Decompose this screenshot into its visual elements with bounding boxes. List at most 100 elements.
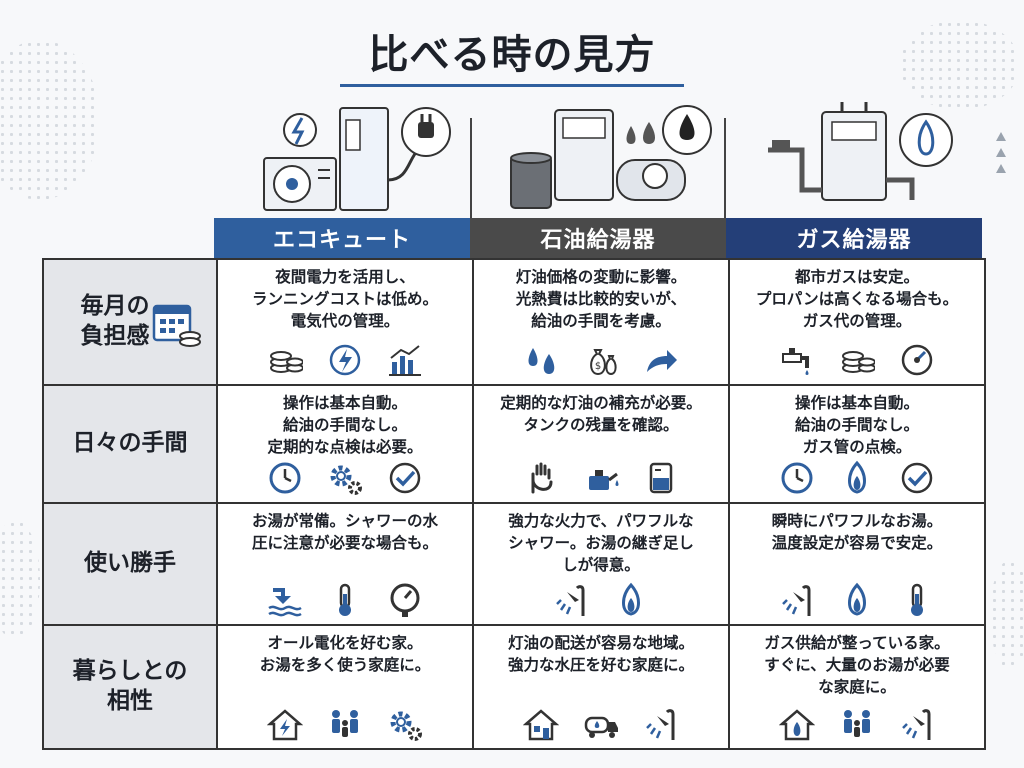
water-flow-icon (268, 588, 302, 617)
calendar-icon (152, 304, 201, 347)
lightning-icon (329, 344, 361, 376)
gas-boiler-icon (768, 102, 953, 201)
table-cell: お湯が常備。シャワーの水 圧に注意が必要な場合も。 (218, 504, 472, 624)
background-dots-left (0, 40, 100, 200)
thermometer-icon (911, 583, 923, 616)
column-header-gas-boiler: ガス給湯器 (726, 218, 982, 258)
cell-icons (218, 342, 472, 378)
title-underline (340, 84, 684, 87)
gas-house-icon (779, 709, 815, 741)
flame-icon (848, 582, 866, 616)
cell-text: 操作は基本自動。 給油の手間なし。 定期的な点検は必要。 (267, 394, 423, 456)
decor-triangle-icon (996, 132, 1006, 141)
flame-icon (848, 460, 866, 494)
cell-icons (730, 460, 984, 496)
row-label-daily-effort: 日々の手間 (44, 386, 216, 502)
shower-icon (782, 585, 811, 616)
electric-house-icon (267, 709, 303, 741)
table-cell: 灯油の配送が容易な地域。 強力な水圧を好む家庭に。 (474, 626, 728, 748)
background-dots-right (900, 20, 1020, 110)
cell-icons (730, 582, 984, 618)
cell-icons (218, 460, 472, 496)
background-dots-bottom-right (990, 560, 1024, 670)
check-icon (901, 462, 933, 494)
row-label-text: 暮らしとの 相性 (72, 658, 188, 714)
shower-icon (556, 585, 585, 616)
flame-icon (622, 582, 640, 616)
table-cell: 瞬時にパワフルなお湯。 温度設定が容易で安定。 (730, 504, 984, 624)
cell-icons (474, 582, 728, 618)
cell-icons (218, 582, 472, 618)
faucet-icon (782, 348, 809, 375)
cell-icons (218, 706, 472, 742)
row-divider (44, 502, 984, 504)
hand-icon (531, 462, 553, 494)
cell-text: 灯油の配送が容易な地域。 強力な水圧を好む家庭に。 (507, 634, 694, 674)
table-cell: 夜間電力を活用し、 ランニングコストは低め。 電気代の管理。 (218, 260, 472, 384)
column-divider (216, 260, 218, 748)
background-dots-bottom-left (0, 520, 40, 640)
table-cell: 操作は基本自動。 給油の手間なし。 定期的な点検は必要。 (218, 386, 472, 502)
clock-icon (269, 462, 301, 494)
decor-triangle-icon (996, 164, 1006, 173)
column-divider (724, 118, 726, 218)
row-divider (44, 384, 984, 386)
clock-icon (781, 462, 813, 494)
oil-can-icon (589, 470, 619, 490)
column-header-ecocute: エコキュート (214, 218, 470, 258)
cell-text: 瞬時にパワフルなお湯。 温度設定が容易で安定。 (771, 512, 943, 552)
coins-icon (270, 351, 303, 373)
cell-icons (730, 342, 984, 378)
cell-text: ガス供給が整っている家。 すぐに、大量のお湯が必要 な家庭に。 (764, 634, 950, 696)
check-icon (389, 462, 421, 494)
cell-icons: $ (474, 342, 728, 378)
decor-triangle-icon (996, 148, 1006, 157)
table-cell: 定期的な灯油の補充が必要。 タンクの残量を確認。 (474, 386, 728, 502)
row-label-text: 毎月の 負担感 (80, 293, 150, 349)
cell-icons (474, 460, 728, 496)
row-label-text: 使い勝手 (84, 550, 176, 577)
page-title: 比べる時の見方 (368, 32, 656, 78)
heat-pump-unit-icon (263, 107, 451, 211)
row-divider (44, 624, 984, 626)
gauge-icon (901, 344, 933, 376)
comparison-table: 毎月の 負担感 日々の手間 使い勝手 暮らしとの 相性 夜間電力を活用し、 ラン… (42, 258, 986, 750)
column-divider (472, 260, 474, 748)
svg-text:$: $ (595, 361, 601, 372)
cell-text: 都市ガスは安定。 プロパンは高くなる場合も。 ガス代の管理。 (755, 268, 959, 330)
table-cell: オール電化を好む家。 お湯を多く使う家庭に。 (218, 626, 472, 748)
arrow-icon (647, 350, 677, 372)
table-cell: 操作は基本自動。 給油の手間なし。 ガス管の点検。 (730, 386, 984, 502)
family-icon (844, 710, 870, 737)
row-label-lifestyle-fit: 暮らしとの 相性 (44, 626, 216, 748)
cell-text: 操作は基本自動。 給油の手間なし。 ガス管の点検。 (794, 394, 919, 456)
shower-icon (646, 709, 675, 740)
table-cell: ガス供給が整っている家。 すぐに、大量のお湯が必要 な家庭に。 (730, 626, 984, 748)
tank-level-icon (649, 462, 673, 494)
thermometer-icon (339, 583, 351, 616)
column-divider (728, 260, 730, 748)
cell-text: オール電化を好む家。 お湯を多く使う家庭に。 (259, 634, 431, 674)
shower-icon (902, 709, 931, 740)
gears-icon (330, 465, 362, 495)
pressure-gauge-icon (390, 583, 420, 617)
oil-drops-icon (528, 348, 555, 374)
oil-boiler-icon (510, 105, 712, 209)
row-label-usability: 使い勝手 (44, 504, 216, 624)
column-header-oil-boiler: 石油給湯器 (470, 218, 726, 258)
cell-text: 強力な火力で、パワフルな シャワー。お湯の継ぎ足し しが得意。 (508, 512, 694, 574)
column-divider (470, 118, 472, 218)
money-bags-icon: $ (590, 349, 617, 376)
bar-chart-icon (389, 345, 421, 376)
coins-icon (842, 351, 875, 373)
table-cell: 都市ガスは安定。 プロパンは高くなる場合も。 ガス代の管理。 (730, 260, 984, 384)
cell-text: 夜間電力を活用し、 ランニングコストは低め。 電気代の管理。 (251, 268, 438, 330)
cell-icons (474, 706, 728, 742)
table-cell: 灯油価格の変動に影響。 光熱費は比較的安いが、 給油の手間を考慮。 $ (474, 260, 728, 384)
cell-text: 灯油価格の変動に影響。 光熱費は比較的安いが、 給油の手間を考慮。 (515, 268, 687, 330)
cell-icons (730, 706, 984, 742)
family-icon (332, 710, 358, 737)
cell-text: お湯が常備。シャワーの水 圧に注意が必要な場合も。 (251, 512, 438, 552)
table-cell: 強力な火力で、パワフルな シャワー。お湯の継ぎ足し しが得意。 (474, 504, 728, 624)
tanker-truck-icon (584, 716, 618, 738)
